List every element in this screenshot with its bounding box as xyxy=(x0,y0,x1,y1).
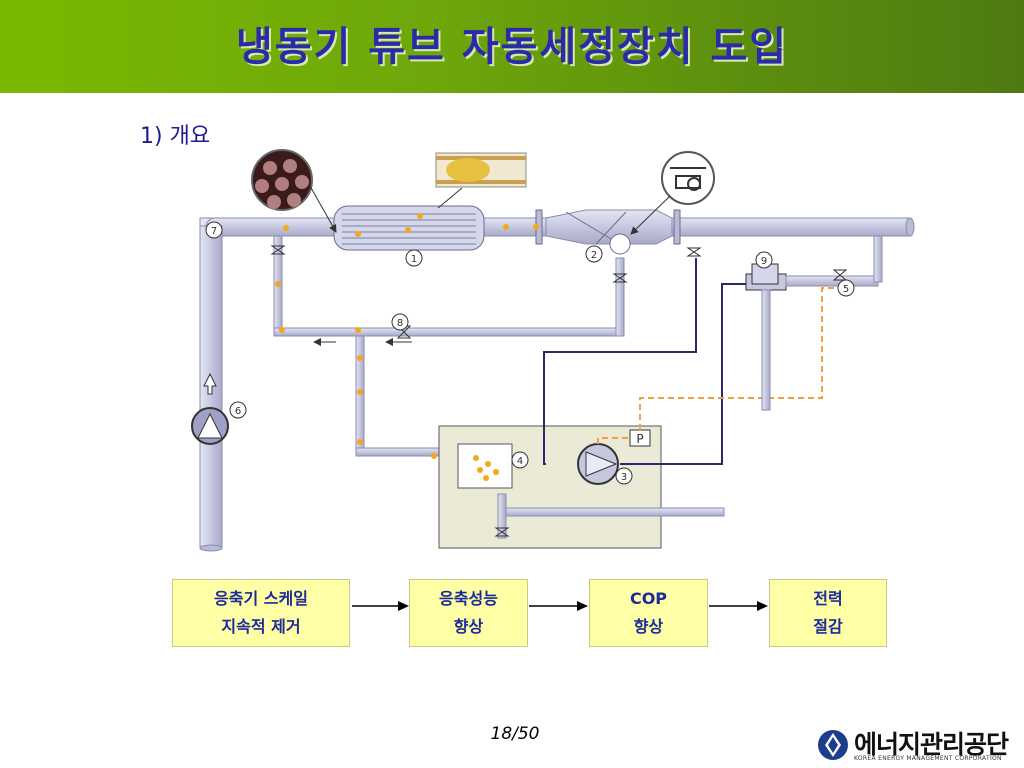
svg-text:8: 8 xyxy=(397,318,403,329)
svg-text:5: 5 xyxy=(843,284,849,295)
strainer-detail-inset xyxy=(661,151,715,205)
flow-box-3-line2: 향상 xyxy=(633,617,664,636)
slide-title: 냉동기 튜브 자동세정장치 도입 xyxy=(235,24,789,70)
flow-box-1-line1: 응축기 스케일 xyxy=(214,589,308,608)
pressure-label: P xyxy=(636,432,643,446)
label-1: 1 xyxy=(405,249,423,267)
ball-strainer-housing xyxy=(545,209,673,245)
svg-text:9: 9 xyxy=(761,256,767,267)
label-2: 2 xyxy=(585,245,603,263)
label-3: 3 xyxy=(615,467,633,485)
flow-box-4-line1: 전력 xyxy=(813,589,843,608)
flow-box-power-saving: 전력 절감 xyxy=(769,579,887,647)
kemco-emblem-icon xyxy=(818,730,848,760)
svg-text:4: 4 xyxy=(517,456,523,467)
flow-arrow-1 xyxy=(352,601,409,611)
svg-text:3: 3 xyxy=(621,472,627,483)
svg-text:7: 7 xyxy=(211,226,217,237)
ball-collector-tank xyxy=(457,443,513,489)
flow-box-1-line2: 지속적 제거 xyxy=(221,617,301,636)
ball-collector xyxy=(609,233,631,255)
flow-box-4-line2: 절감 xyxy=(813,617,843,636)
logo-name: 에너지관리공단 xyxy=(854,730,1009,759)
slide-subtitle: 1) 개요 xyxy=(140,124,211,149)
label-9: 9 xyxy=(755,251,773,269)
flow-box-scale-removal: 응축기 스케일 지속적 제거 xyxy=(172,579,350,647)
label-5: 5 xyxy=(837,279,855,297)
flow-box-2-line1: 응축성능 xyxy=(439,589,498,608)
svg-text:6: 6 xyxy=(235,406,241,417)
cleaning-system-diagram: P 1 2 3 4 5 6 7 8 9 xyxy=(186,148,956,558)
flow-box-cop: COP 향상 xyxy=(589,579,708,647)
flow-arrow-3 xyxy=(709,601,768,611)
main-pipe-end xyxy=(905,217,915,237)
label-8: 8 xyxy=(391,313,409,331)
main-pipe-top-left xyxy=(205,217,343,237)
label-4: 4 xyxy=(511,451,529,469)
title-bar xyxy=(0,0,1024,93)
flow-box-condensing-performance: 응축성능 향상 xyxy=(409,579,528,647)
kemco-logo: 에너지관리공단 KOREA ENERGY MANAGEMENT CORPORAT… xyxy=(816,726,1020,766)
main-pipe-bottom-end xyxy=(199,544,223,552)
flow-arrow-2 xyxy=(529,601,588,611)
svg-text:2: 2 xyxy=(591,250,597,261)
flow-box-2-line2: 향상 xyxy=(453,617,484,636)
label-6: 6 xyxy=(229,401,247,419)
label-7: 7 xyxy=(205,221,223,239)
page-number: 18/50 xyxy=(490,724,540,744)
svg-text:1: 1 xyxy=(411,254,417,265)
logo-subtitle: KOREA ENERGY MANAGEMENT CORPORATION xyxy=(854,755,1002,762)
flow-box-3-line1: COP xyxy=(629,589,668,608)
